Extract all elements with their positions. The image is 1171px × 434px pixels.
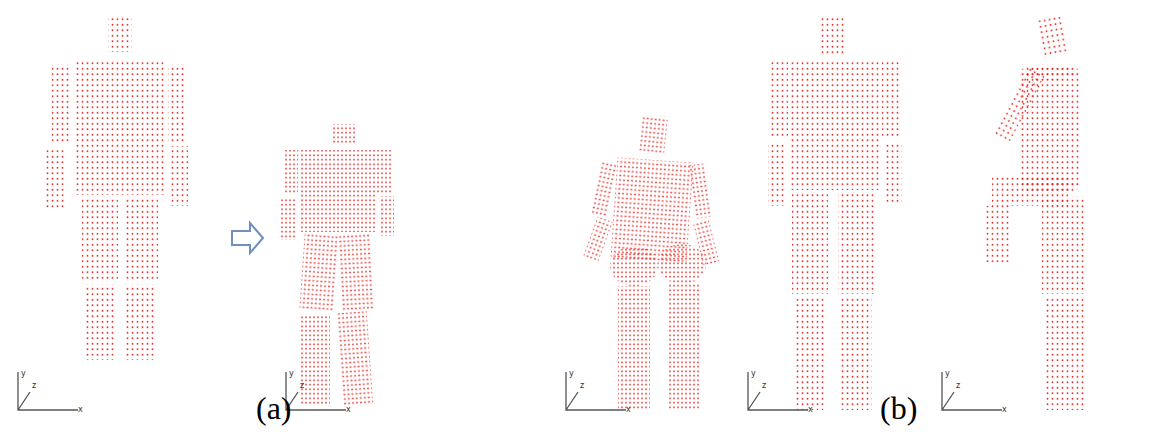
body-point-cloud bbox=[281, 124, 394, 407]
axis-label: x bbox=[808, 406, 813, 414]
axis-label: z bbox=[580, 382, 584, 390]
axis-label: y bbox=[569, 370, 574, 378]
axis-label: z bbox=[956, 382, 960, 390]
axis-label: y bbox=[751, 370, 756, 378]
axis-label: y bbox=[945, 370, 950, 378]
axis-label: x bbox=[1002, 406, 1007, 414]
body-point-cloud bbox=[768, 18, 902, 410]
axis-label: x bbox=[626, 406, 631, 414]
coordinate-axes bbox=[18, 372, 1002, 410]
axis-label: z bbox=[762, 382, 766, 390]
body-point-cloud bbox=[46, 18, 188, 360]
axis-label: x bbox=[78, 406, 83, 414]
axis-label: y bbox=[289, 370, 294, 378]
body-point-cloud bbox=[985, 16, 1084, 410]
transition-arrow bbox=[232, 223, 263, 253]
body-point-cloud bbox=[583, 115, 719, 410]
panel-label: (b) bbox=[880, 392, 917, 424]
panel-label: (a) bbox=[256, 392, 292, 424]
axis-label: y bbox=[21, 370, 26, 378]
axis-label: z bbox=[300, 382, 304, 390]
axis-label: x bbox=[346, 406, 351, 414]
axis-label: z bbox=[32, 382, 36, 390]
